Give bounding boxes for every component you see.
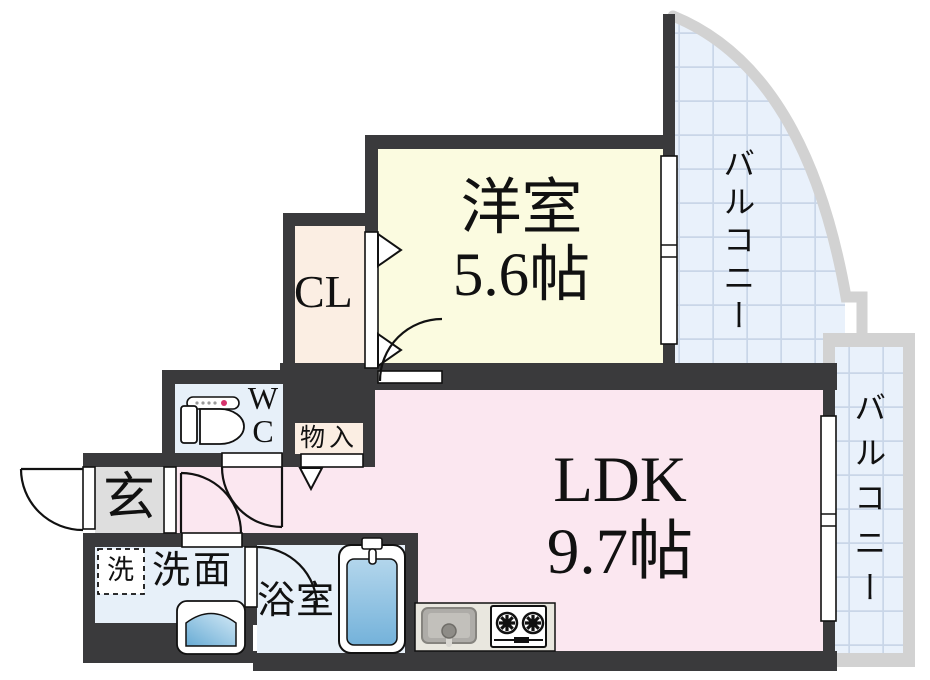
ldk-window — [820, 415, 837, 622]
closet-floor — [295, 226, 365, 363]
wc-doorway — [221, 452, 283, 468]
closet-label: CL — [294, 266, 353, 317]
entrance-step — [163, 466, 177, 534]
western-room-door-swing — [378, 317, 443, 382]
balcony-right-label: バルコニー — [850, 391, 887, 616]
storage-floor — [295, 423, 363, 454]
balcony-right — [823, 333, 915, 667]
ldk-floor — [177, 390, 823, 651]
bathtub-icon — [338, 537, 406, 654]
storage-doorway — [300, 453, 364, 468]
kitchen-counter — [414, 602, 556, 652]
wc-label-c: C — [252, 412, 274, 449]
washroom-door-swing — [179, 471, 243, 534]
closet-folding-door — [364, 231, 403, 369]
washer-space-icon — [97, 548, 145, 595]
western-room-label: 洋室 5.6帖 — [380, 175, 663, 309]
western-room-floor — [378, 149, 663, 363]
western-room-window — [660, 155, 678, 345]
storage-door-arrow — [298, 467, 324, 492]
door-leafs — [82, 370, 443, 608]
ldk-size: 9.7帖 — [546, 515, 694, 588]
western-room-doorway — [377, 370, 443, 384]
door-swing-arcs — [19, 317, 443, 608]
wc-label: W C — [242, 382, 284, 447]
ldk-name: LDK — [553, 444, 687, 516]
washroom-label: 洗面 — [152, 550, 235, 592]
ldk-label: LDK 9.7帖 — [450, 444, 790, 588]
western-room-name: 洋室 — [460, 175, 583, 242]
bathroom-door-swing — [256, 545, 319, 608]
balcony-top-right-label: バルコニー — [719, 147, 756, 337]
washroom-doorway — [181, 532, 243, 548]
washer-label: 洗 — [107, 555, 134, 585]
wc-door-swing — [220, 466, 284, 529]
kitchen-sink-icon — [421, 607, 477, 647]
bathroom-label: 浴室 — [257, 580, 336, 622]
balcony-top-right — [667, 10, 868, 371]
washbasin-icon — [176, 600, 246, 655]
storage-label: 物入 — [299, 425, 358, 452]
entrance-floor — [95, 467, 163, 533]
toilet-icon — [180, 396, 245, 445]
stove-burners-icon — [490, 605, 547, 648]
western-room-size: 5.6帖 — [452, 242, 591, 310]
bathroom-doorway — [244, 546, 258, 608]
entrance-door-swing — [19, 467, 84, 532]
entrance-door-leaf — [82, 466, 96, 530]
entrance-label: 玄 — [103, 470, 156, 527]
wc-label-w: W — [247, 380, 279, 416]
balcony-curved-edge — [667, 10, 868, 347]
